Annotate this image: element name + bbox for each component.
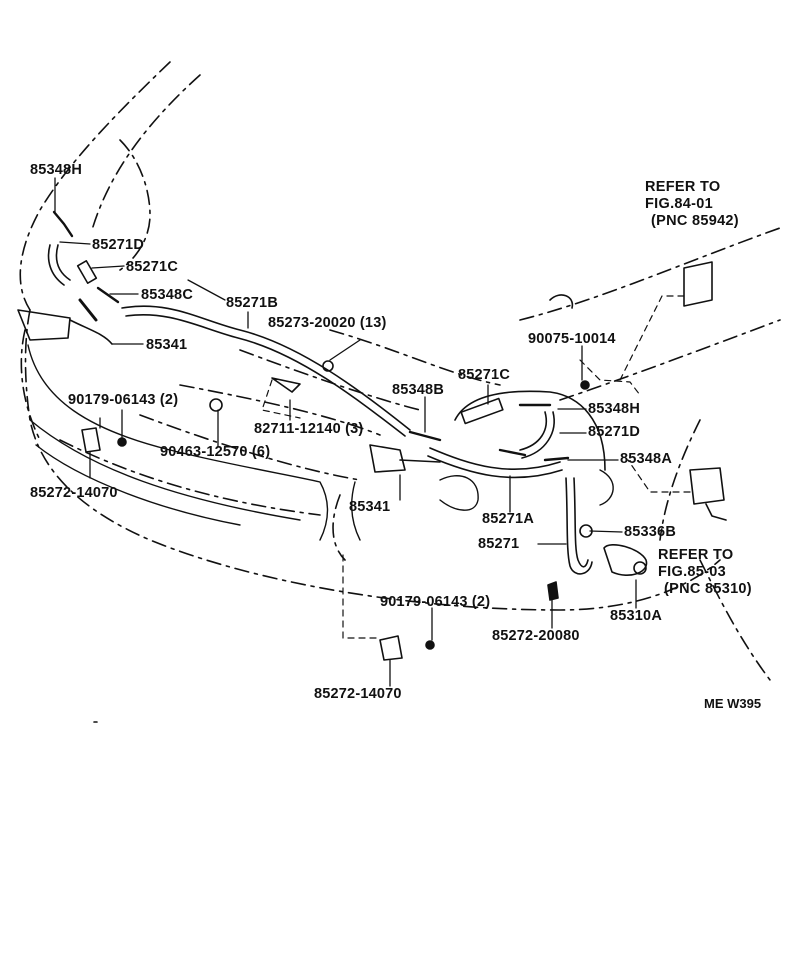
hose-85271B: [121, 305, 411, 437]
reference-line: FIG.85-03: [658, 564, 726, 580]
hose-85271D-right: [519, 411, 555, 459]
hose-85271D-left: [47, 244, 71, 286]
part-label: 85271C: [126, 259, 178, 275]
leaders: [54, 177, 637, 687]
part-label: 85348B: [392, 382, 444, 398]
part-label: 85348H: [588, 401, 640, 417]
small-parts: [81, 360, 593, 661]
part-label: 85271D: [588, 424, 640, 440]
bumper-outline: [27, 344, 614, 541]
part-label: 85271A: [482, 511, 534, 527]
reference-line: (PNC 85942): [651, 213, 739, 229]
reference-lines: [261, 295, 691, 639]
pump-ref-85310: [689, 467, 727, 521]
part-label: 90179-06143 (2): [68, 392, 179, 408]
part-label: 90179-06143 (2): [380, 594, 491, 610]
part-label: 85273-20020 (13): [268, 315, 387, 331]
part-label: 85271D: [92, 237, 144, 253]
nozzle-85341-left: [17, 309, 113, 345]
reference-line: FIG.84-01: [645, 196, 713, 212]
part-label: 82711-12140 (3): [254, 421, 364, 437]
part-label: 85271: [478, 536, 520, 552]
reference-note: REFER TO FIG.85-03 (PNC 85310): [658, 547, 752, 598]
hose-85271C-right: [460, 397, 504, 425]
hose-85271A: [427, 447, 563, 479]
part-label: 85348A: [620, 451, 672, 467]
reservoir-outline: [454, 294, 606, 471]
part-label: 85341: [146, 337, 188, 353]
reference-line: (PNC 85310): [664, 581, 752, 597]
part-label: 85310A: [610, 608, 662, 624]
part-label: 85271C: [458, 367, 510, 383]
pump-85310A: [603, 544, 648, 576]
part-label: 85348H: [30, 162, 82, 178]
diagram-code: ME W395: [704, 696, 762, 711]
hose-85271: [565, 477, 593, 575]
hose-85271C-left: [76, 260, 98, 284]
part-label: 90463-12570 (6): [160, 444, 271, 460]
part-label: 85336B: [624, 524, 676, 540]
nozzle-85341-center: [369, 444, 441, 473]
part-label: 85271B: [226, 295, 278, 311]
reference-line: REFER TO: [658, 547, 734, 563]
reference-line: REFER TO: [645, 179, 721, 195]
part-label: 90075-10014: [528, 331, 616, 347]
part-ref-85942: [683, 261, 713, 307]
part-label: 85272-20080: [492, 628, 580, 644]
part-label: 85272-14070: [30, 485, 118, 501]
part-label: 85348C: [141, 287, 193, 303]
reference-note: REFER TO FIG.84-01 (PNC 85942): [645, 179, 739, 230]
body-outline: [19, 61, 781, 681]
part-label: 85341: [349, 499, 391, 515]
part-label: 85272-14070: [314, 686, 402, 702]
joints: [52, 210, 570, 462]
